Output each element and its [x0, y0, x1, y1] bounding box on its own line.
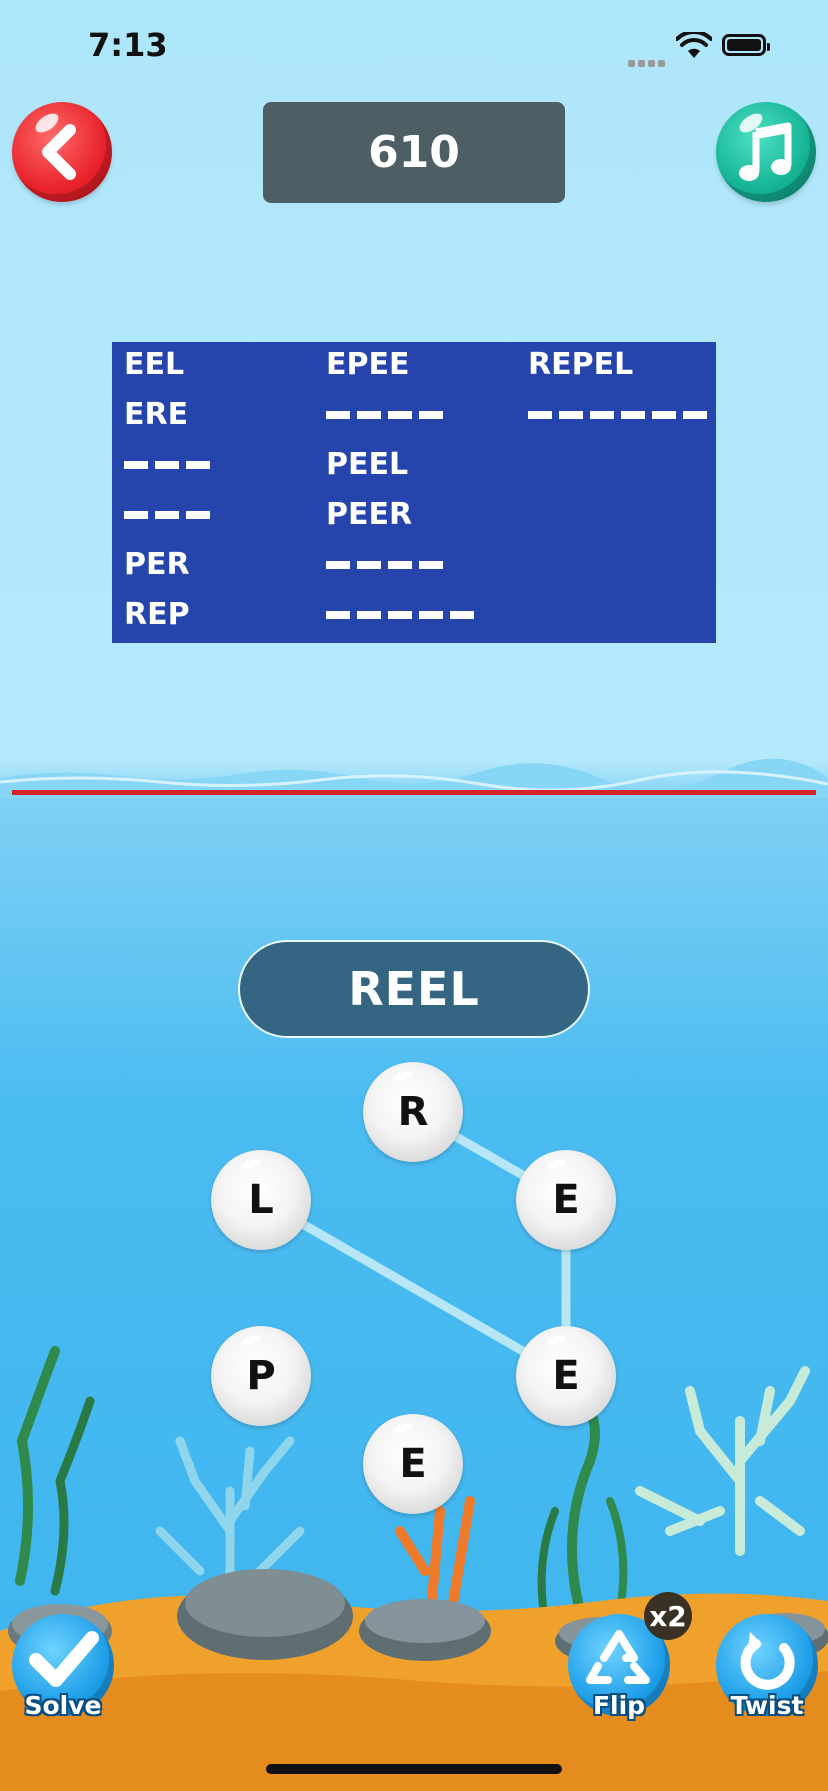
recycle-icon: [586, 1630, 650, 1684]
back-button[interactable]: [12, 102, 112, 202]
letter-blank: [357, 560, 381, 569]
twist-button[interactable]: Twist: [716, 1614, 818, 1720]
letter-bubble[interactable]: P: [211, 1326, 311, 1426]
word-column: EPEE PEEL PEER: [326, 342, 481, 642]
status-bar: 7:13: [0, 0, 828, 96]
found-word: PEER: [326, 497, 413, 532]
found-word: EPEE: [326, 347, 410, 382]
hidden-word: [326, 542, 481, 592]
letter-blank: [124, 460, 148, 469]
letter-blank: [326, 610, 350, 619]
letter-blank: [450, 610, 474, 619]
letter-blank: [683, 410, 707, 419]
water-line: [12, 790, 816, 795]
letter-blank: [155, 460, 179, 469]
letter-blank: [528, 410, 552, 419]
letter-blank: [124, 510, 148, 519]
letter-bubble[interactable]: E: [363, 1414, 463, 1514]
letter-bubble[interactable]: R: [363, 1062, 463, 1162]
letter-blank: [652, 410, 676, 419]
status-time: 7:13: [88, 26, 168, 64]
home-indicator[interactable]: [266, 1764, 562, 1774]
hidden-word: [528, 392, 714, 442]
found-word: EEL: [124, 347, 185, 382]
twist-label: Twist: [730, 1691, 804, 1720]
letter-label: P: [246, 1353, 276, 1399]
battery-icon: [722, 34, 770, 56]
hidden-word: [326, 392, 481, 442]
word-board: EEL ERE PER REP EPEE PEEL PEER REPEL: [112, 342, 716, 643]
music-toggle-button[interactable]: [716, 102, 816, 202]
letter-label: L: [248, 1177, 274, 1223]
letter-label: E: [399, 1441, 427, 1487]
letter-bubble[interactable]: E: [516, 1326, 616, 1426]
letter-blank: [419, 560, 443, 569]
letter-blank: [419, 410, 443, 419]
letter-blank: [419, 610, 443, 619]
letter-label: R: [397, 1089, 429, 1135]
letter-blank: [388, 610, 412, 619]
found-word: ERE: [124, 397, 189, 432]
found-word: REPEL: [528, 347, 634, 382]
letter-blank: [559, 410, 583, 419]
found-word: REP: [124, 597, 190, 632]
selection-line: [256, 1195, 571, 1381]
wifi-icon: [676, 32, 712, 58]
letter-blank: [155, 510, 179, 519]
hidden-word: [326, 592, 481, 642]
letter-bubble[interactable]: E: [516, 1150, 616, 1250]
found-word: PEEL: [326, 447, 409, 482]
word-column: REPEL: [528, 342, 714, 442]
letter-bubble[interactable]: L: [211, 1150, 311, 1250]
letter-blank: [186, 460, 210, 469]
letter-blank: [621, 410, 645, 419]
letter-blank: [326, 410, 350, 419]
letter-blank: [388, 560, 412, 569]
current-word-display: REEL: [238, 940, 590, 1038]
flip-count-badge: x2: [644, 1592, 692, 1640]
letter-blank: [357, 410, 381, 419]
letter-blank: [186, 510, 210, 519]
solve-button[interactable]: Solve: [12, 1614, 114, 1720]
letter-label: E: [552, 1177, 580, 1223]
flip-label: Flip: [592, 1691, 646, 1720]
letter-blank: [590, 410, 614, 419]
hidden-word: [124, 492, 217, 542]
letter-blank: [326, 560, 350, 569]
found-word: PER: [124, 547, 190, 582]
letter-blank: [388, 410, 412, 419]
letter-blank: [357, 610, 381, 619]
chevron-left-icon: [42, 124, 76, 180]
music-note-icon: [739, 122, 792, 181]
score-display: 610: [263, 102, 565, 203]
hidden-word: [124, 442, 217, 492]
word-column: EEL ERE PER REP: [124, 342, 217, 642]
letter-label: E: [552, 1353, 580, 1399]
water-surface: [0, 758, 828, 798]
checkmark-icon: [29, 1631, 99, 1687]
solve-label: Solve: [24, 1691, 102, 1720]
rotate-icon: [740, 1632, 795, 1690]
cellular-signal-icon: [628, 52, 668, 71]
